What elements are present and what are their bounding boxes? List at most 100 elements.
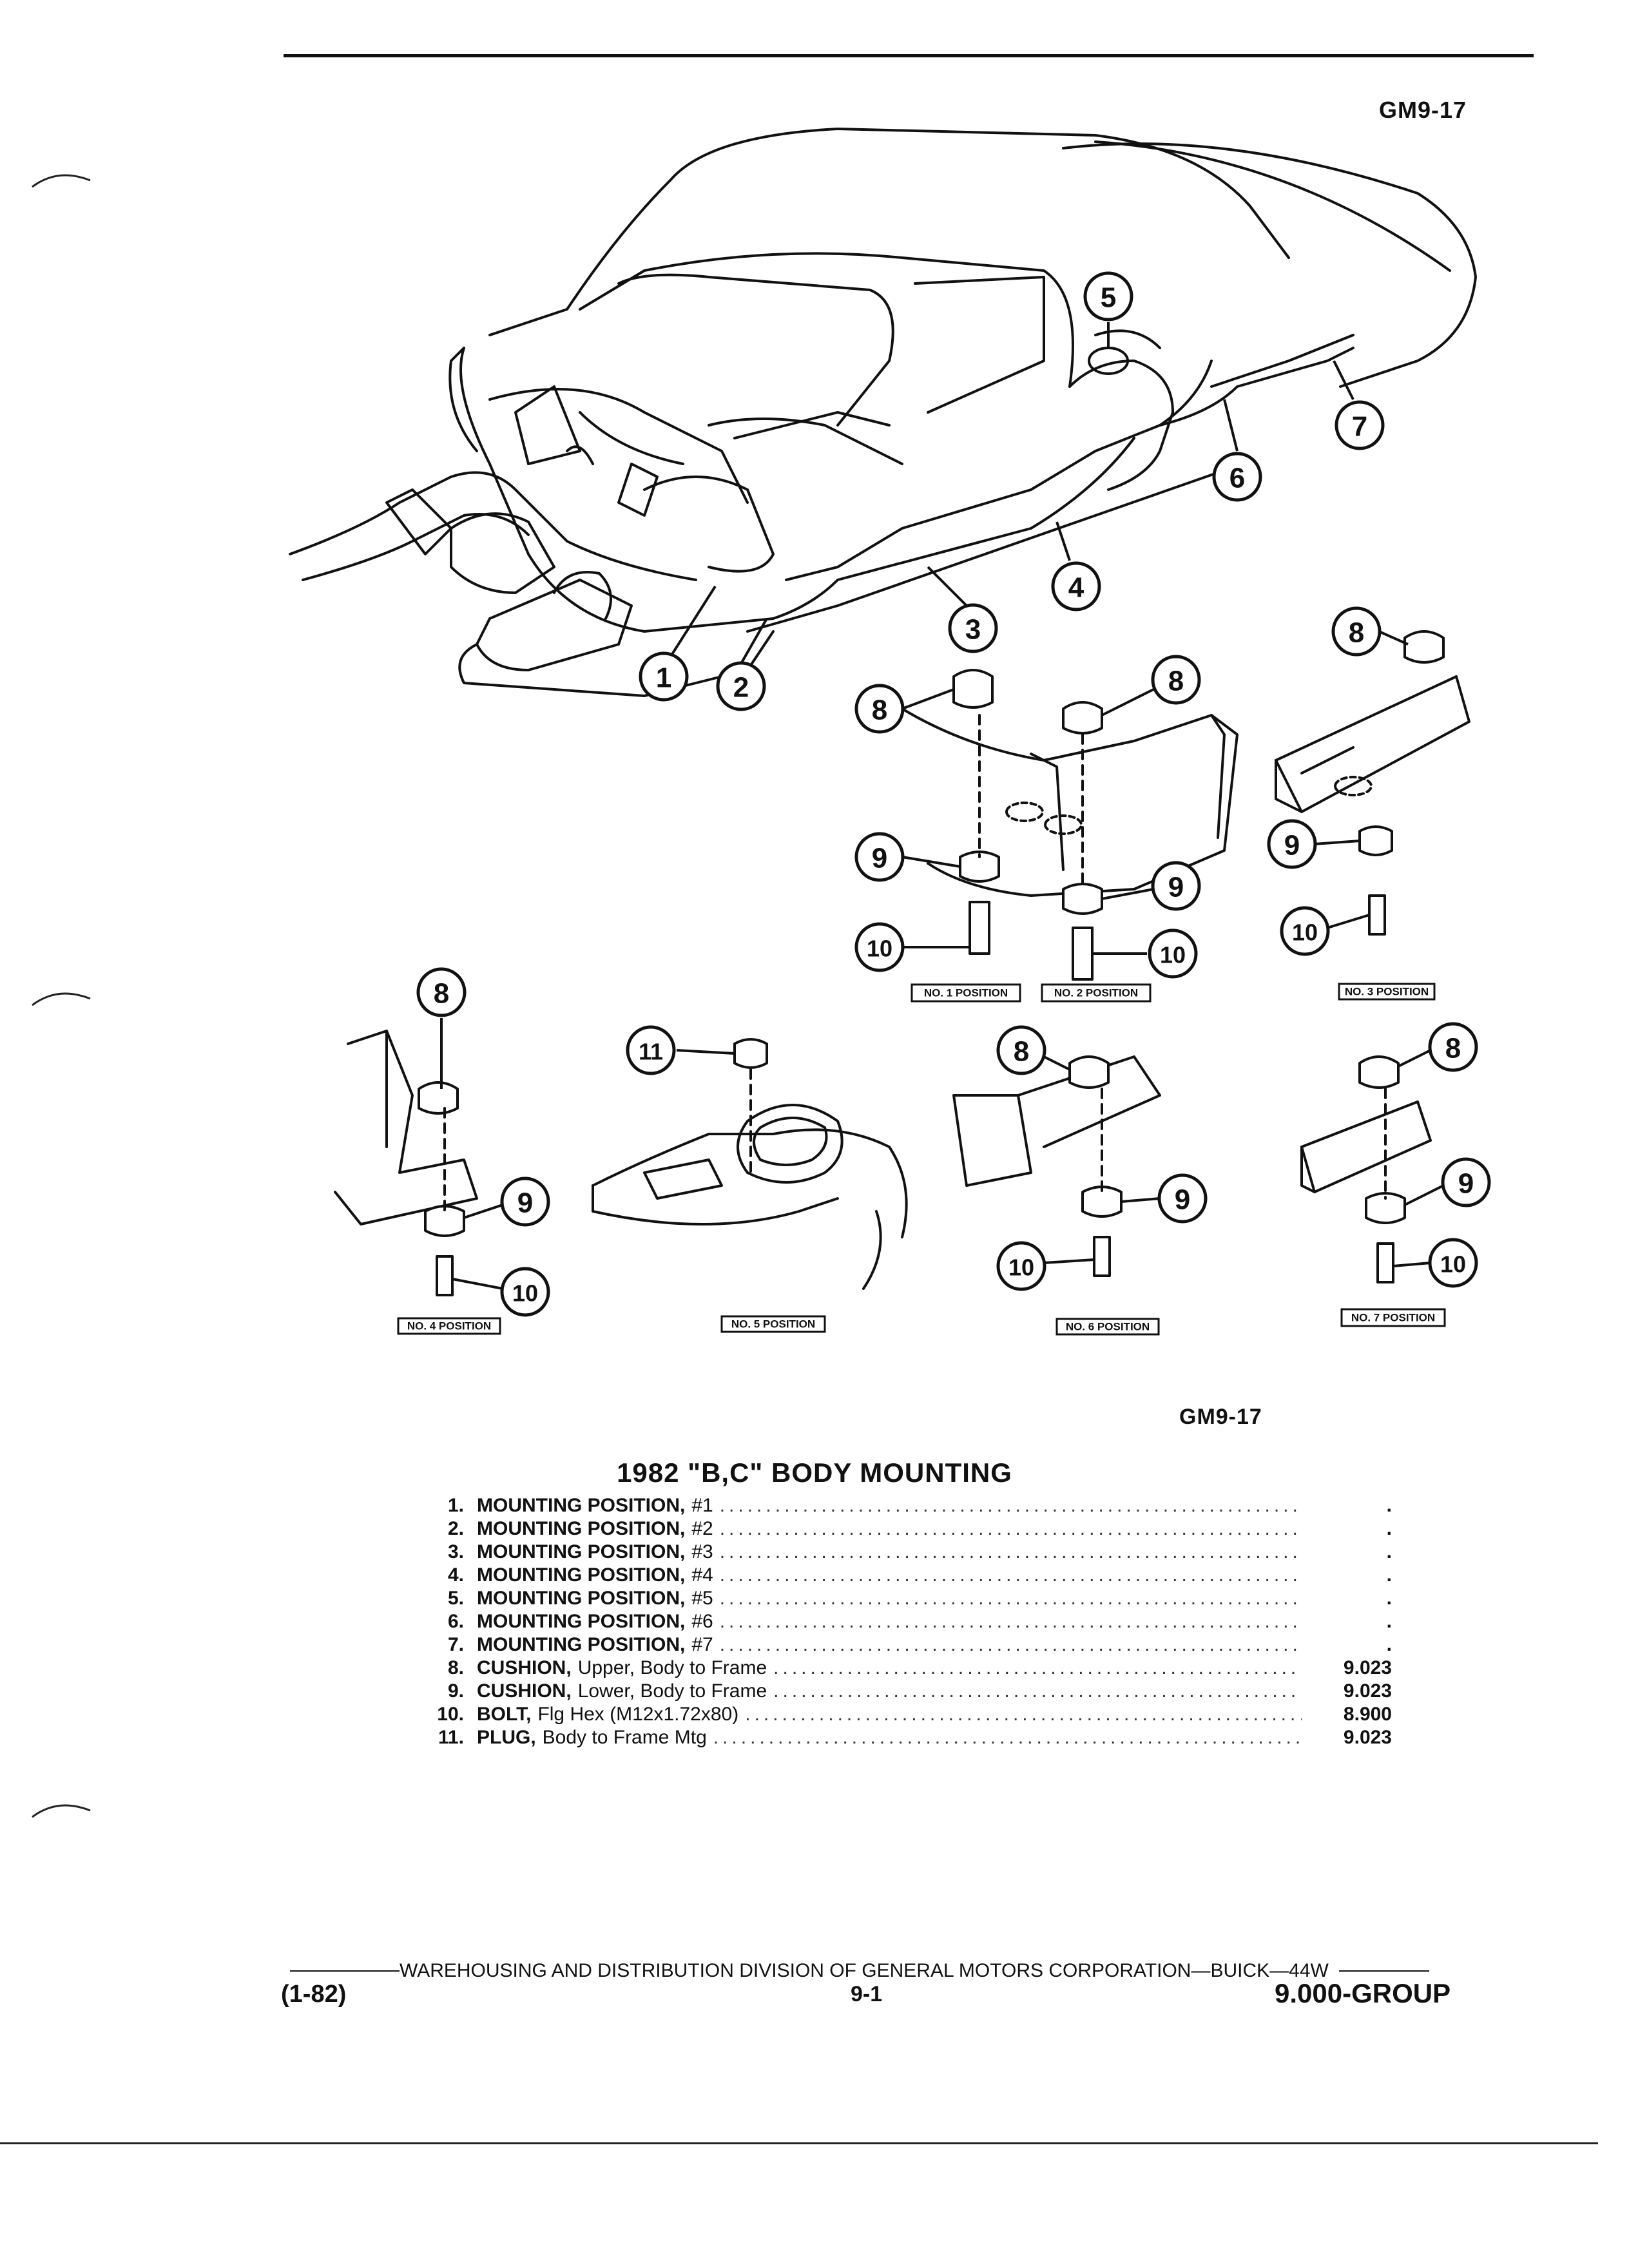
part-name: MOUNTING POSITION,	[477, 1588, 686, 1609]
part-number: 9.	[447, 1680, 464, 1702]
part-ref: .	[1386, 1611, 1392, 1632]
dot-leader: ........................................…	[745, 1704, 1302, 1725]
callout-circle	[1151, 861, 1201, 911]
callout-8: 8	[434, 978, 449, 1010]
part-ref: .	[1386, 1541, 1392, 1562]
callout-6: 6	[1229, 463, 1245, 494]
margin-mark	[32, 1804, 91, 1818]
part-description: #1	[691, 1495, 713, 1516]
position-label-5: NO. 5 POSITION	[731, 1318, 815, 1331]
callout-circle	[1280, 906, 1330, 956]
list-item: 11. PLUG, Body to Frame Mtg ............…	[400, 1727, 1392, 1750]
margin-mark	[32, 174, 91, 188]
figure-code-top: GM9-17	[1379, 97, 1467, 123]
dot-leader: ........................................…	[773, 1680, 1302, 1702]
dot-leader: ........................................…	[719, 1564, 1302, 1586]
part-ref: .	[1386, 1634, 1392, 1655]
callout-circle	[416, 967, 467, 1017]
part-name: CUSHION,	[477, 1680, 572, 1702]
body-mounting-diagram: 1 2 3 4 5 6 7 8 8 8 9 9 9 10 10 10 8 9 1…	[289, 128, 1491, 1336]
list-item: 9. CUSHION, Lower, Body to Frame .......…	[400, 1680, 1392, 1704]
footer-group: 9.000-GROUP	[1275, 1978, 1451, 2008]
position-label-1: NO. 1 POSITION	[924, 987, 1008, 999]
list-item: 5. MOUNTING POSITION, #5 ...............…	[400, 1588, 1392, 1611]
list-item: 1. MOUNTING POSITION, #1 ...............…	[400, 1495, 1392, 1518]
part-name: CUSHION,	[477, 1657, 572, 1678]
dot-leader: ........................................…	[719, 1495, 1302, 1516]
callout-circle	[854, 684, 905, 734]
position-label-box	[397, 1317, 501, 1335]
list-item: 10. BOLT, Flg Hex (M12x1.72x80) ........…	[400, 1704, 1392, 1727]
part-number: 7.	[447, 1634, 464, 1655]
position-label-box	[1041, 983, 1152, 1003]
callout-9: 9	[517, 1187, 533, 1219]
callout-8: 8	[1349, 617, 1364, 649]
part-ref: .	[1386, 1495, 1392, 1516]
footer-division-line: WAREHOUSING AND DISTRIBUTION DIVISION OF…	[290, 1960, 1501, 1982]
part-ref: 9.023	[1343, 1657, 1392, 1678]
part-number: 11.	[438, 1727, 464, 1748]
part-ref: 9.023	[1343, 1727, 1392, 1748]
callout-9: 9	[1284, 830, 1300, 861]
part-description: #2	[691, 1518, 713, 1539]
callout-9: 9	[1175, 1184, 1190, 1216]
position-label-box	[911, 983, 1021, 1003]
page-number: 9-1	[851, 1982, 883, 2006]
position-label-box	[1338, 983, 1436, 1001]
dot-leader: ........................................…	[713, 1727, 1302, 1748]
part-ref: .	[1386, 1588, 1392, 1609]
list-item: 6. MOUNTING POSITION, #6 ...............…	[400, 1611, 1392, 1634]
bottom-rule	[0, 2142, 1598, 2144]
part-name: MOUNTING POSITION,	[477, 1634, 686, 1655]
part-number: 4.	[447, 1564, 464, 1586]
dot-leader: ........................................…	[719, 1518, 1302, 1539]
dot-leader: ........................................…	[719, 1541, 1302, 1562]
callout-circle	[1148, 928, 1198, 979]
part-description: #4	[691, 1564, 713, 1586]
part-name: PLUG,	[477, 1727, 536, 1748]
list-item: 3. MOUNTING POSITION, #3 ...............…	[400, 1541, 1392, 1564]
footer-division: WAREHOUSING AND DISTRIBUTION DIVISION OF…	[400, 1960, 1329, 1981]
callout-circle	[626, 1025, 676, 1075]
part-number: 5.	[447, 1588, 464, 1609]
position-label-2: NO. 2 POSITION	[1054, 987, 1138, 999]
callout-circle	[1441, 1157, 1491, 1207]
callout-10: 10	[1008, 1254, 1034, 1281]
callout-11: 11	[639, 1039, 663, 1065]
part-ref: .	[1386, 1564, 1392, 1586]
callout-circle	[500, 1177, 550, 1227]
callout-circle	[1212, 452, 1262, 502]
part-name: MOUNTING POSITION,	[477, 1495, 686, 1516]
part-number: 2.	[447, 1518, 464, 1539]
callout-10: 10	[512, 1280, 538, 1307]
callout-9: 9	[872, 843, 887, 874]
parts-list: 1. MOUNTING POSITION, #1 ...............…	[400, 1495, 1392, 1750]
front-frame-illustration	[289, 445, 775, 697]
footer-rule	[1338, 1970, 1429, 1972]
callout-2: 2	[733, 672, 749, 704]
part-name: BOLT,	[477, 1704, 532, 1725]
callout-3: 3	[965, 614, 981, 646]
dot-leader: ........................................…	[719, 1588, 1302, 1609]
part-number: 10.	[437, 1704, 464, 1725]
part-name: MOUNTING POSITION,	[477, 1611, 686, 1632]
part-description: Body to Frame Mtg	[542, 1727, 707, 1748]
part-number: 1.	[447, 1495, 464, 1516]
part-description: Upper, Body to Frame	[577, 1657, 767, 1678]
leader-arrows	[440, 322, 1444, 1290]
callout-circle	[1157, 1173, 1208, 1224]
callout-circle	[1083, 271, 1133, 322]
parts-list-title: 1982 "B,C" BODY MOUNTING	[617, 1457, 1012, 1488]
part-name: MOUNTING POSITION,	[477, 1518, 686, 1539]
callout-7: 7	[1352, 411, 1367, 443]
callout-8: 8	[1168, 666, 1184, 697]
list-item: 8. CUSHION, Upper, Body to Frame .......…	[400, 1657, 1392, 1680]
part-description: #3	[691, 1541, 713, 1562]
callout-circle	[716, 661, 766, 711]
list-item: 4. MOUNTING POSITION, #4 ...............…	[400, 1564, 1392, 1588]
callout-circle	[1267, 819, 1317, 869]
callout-9: 9	[1168, 872, 1184, 903]
footer-rule	[290, 1970, 400, 1972]
callout-circle	[1151, 655, 1201, 705]
callout-10: 10	[1440, 1251, 1466, 1278]
